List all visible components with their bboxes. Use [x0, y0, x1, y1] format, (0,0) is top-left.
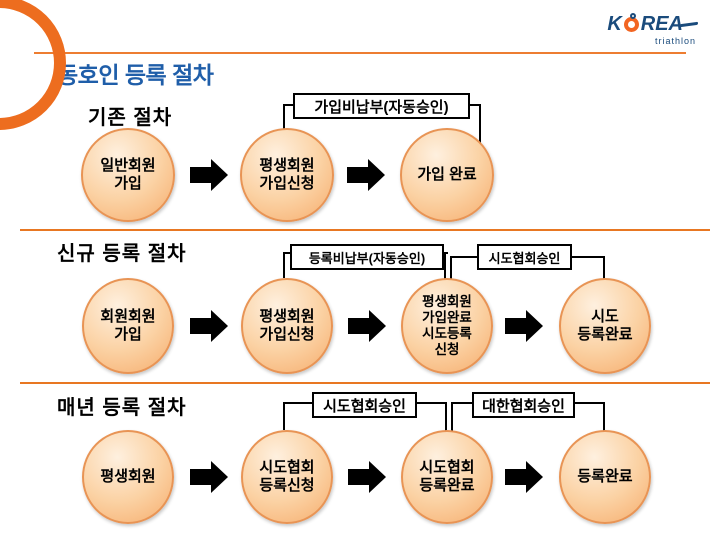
- athlete-icon: [623, 12, 639, 32]
- flow-step: 평생회원 가입신청: [241, 278, 333, 374]
- section-heading-new: 신규 등록 절차: [57, 243, 187, 265]
- connector-line: [479, 104, 481, 144]
- ring-decoration: [0, 0, 66, 130]
- connector-line: [444, 252, 446, 279]
- flow-arrow-icon: [190, 309, 228, 343]
- flow-arrow-icon: [505, 460, 543, 494]
- logo-subtitle: triathlon: [654, 36, 696, 46]
- header-rule: [34, 52, 686, 54]
- connector-line: [603, 256, 605, 280]
- connector-line: [445, 402, 447, 431]
- flow-step: 가입 완료: [400, 128, 494, 222]
- connector-line: [450, 256, 452, 279]
- flow-step: 일반회원 가입: [81, 128, 175, 222]
- flow-arrow-icon: [348, 309, 386, 343]
- connector-line: [283, 252, 285, 278]
- connector-line: [283, 402, 285, 430]
- callout-box: 등록비납부(자동승인): [290, 244, 444, 270]
- flow-step: 회원회원 가입: [82, 278, 174, 374]
- logo-wordmark: K REA: [607, 12, 698, 35]
- logo-letter-k: K: [607, 13, 622, 35]
- connector-line: [450, 256, 477, 258]
- callout-box: 가입비납부(자동승인): [293, 93, 470, 119]
- connector-line: [283, 402, 312, 404]
- flow-step: 평생회원: [82, 430, 174, 524]
- section-heading-annual: 매년 등록 절차: [57, 397, 187, 419]
- flow-step: 시도협회 등록신청: [241, 430, 333, 524]
- korea-triathlon-logo: K REA triathlon: [607, 12, 698, 46]
- flow-arrow-icon: [505, 309, 543, 343]
- flow-arrow-icon: [190, 158, 228, 192]
- flow-arrow-icon: [347, 158, 385, 192]
- connector-line: [571, 402, 605, 404]
- connector-line: [451, 402, 472, 404]
- flow-step: 등록완료: [559, 430, 651, 524]
- connector-line: [569, 256, 605, 258]
- connector-line: [283, 104, 293, 106]
- flow-step: 평생회원 가입신청: [240, 128, 334, 222]
- callout-box: 대한협회승인: [472, 392, 575, 418]
- connector-line: [283, 252, 292, 254]
- callout-box: 시도협회승인: [477, 244, 572, 270]
- section-divider: [20, 382, 710, 384]
- flow-arrow-icon: [348, 460, 386, 494]
- flow-step: 시도협회 등록완료: [401, 430, 493, 524]
- connector-line: [283, 104, 285, 129]
- section-divider: [20, 229, 710, 231]
- athlete-head-icon: [629, 12, 636, 19]
- callout-box: 시도협회승인: [312, 392, 417, 418]
- flow-arrow-icon: [190, 460, 228, 494]
- section-heading-existing: 기존 절차: [88, 107, 173, 129]
- connector-line: [451, 402, 453, 431]
- connector-line: [466, 104, 481, 106]
- page-title: 동호인 등록 절차: [57, 62, 214, 88]
- connector-line: [603, 402, 605, 431]
- logo-letters-rea: REA: [640, 13, 683, 35]
- flow-step: 시도 등록완료: [559, 278, 651, 374]
- flow-step: 평생회원 가입완료 시도등록 신청: [401, 278, 493, 374]
- connector-line: [413, 402, 447, 404]
